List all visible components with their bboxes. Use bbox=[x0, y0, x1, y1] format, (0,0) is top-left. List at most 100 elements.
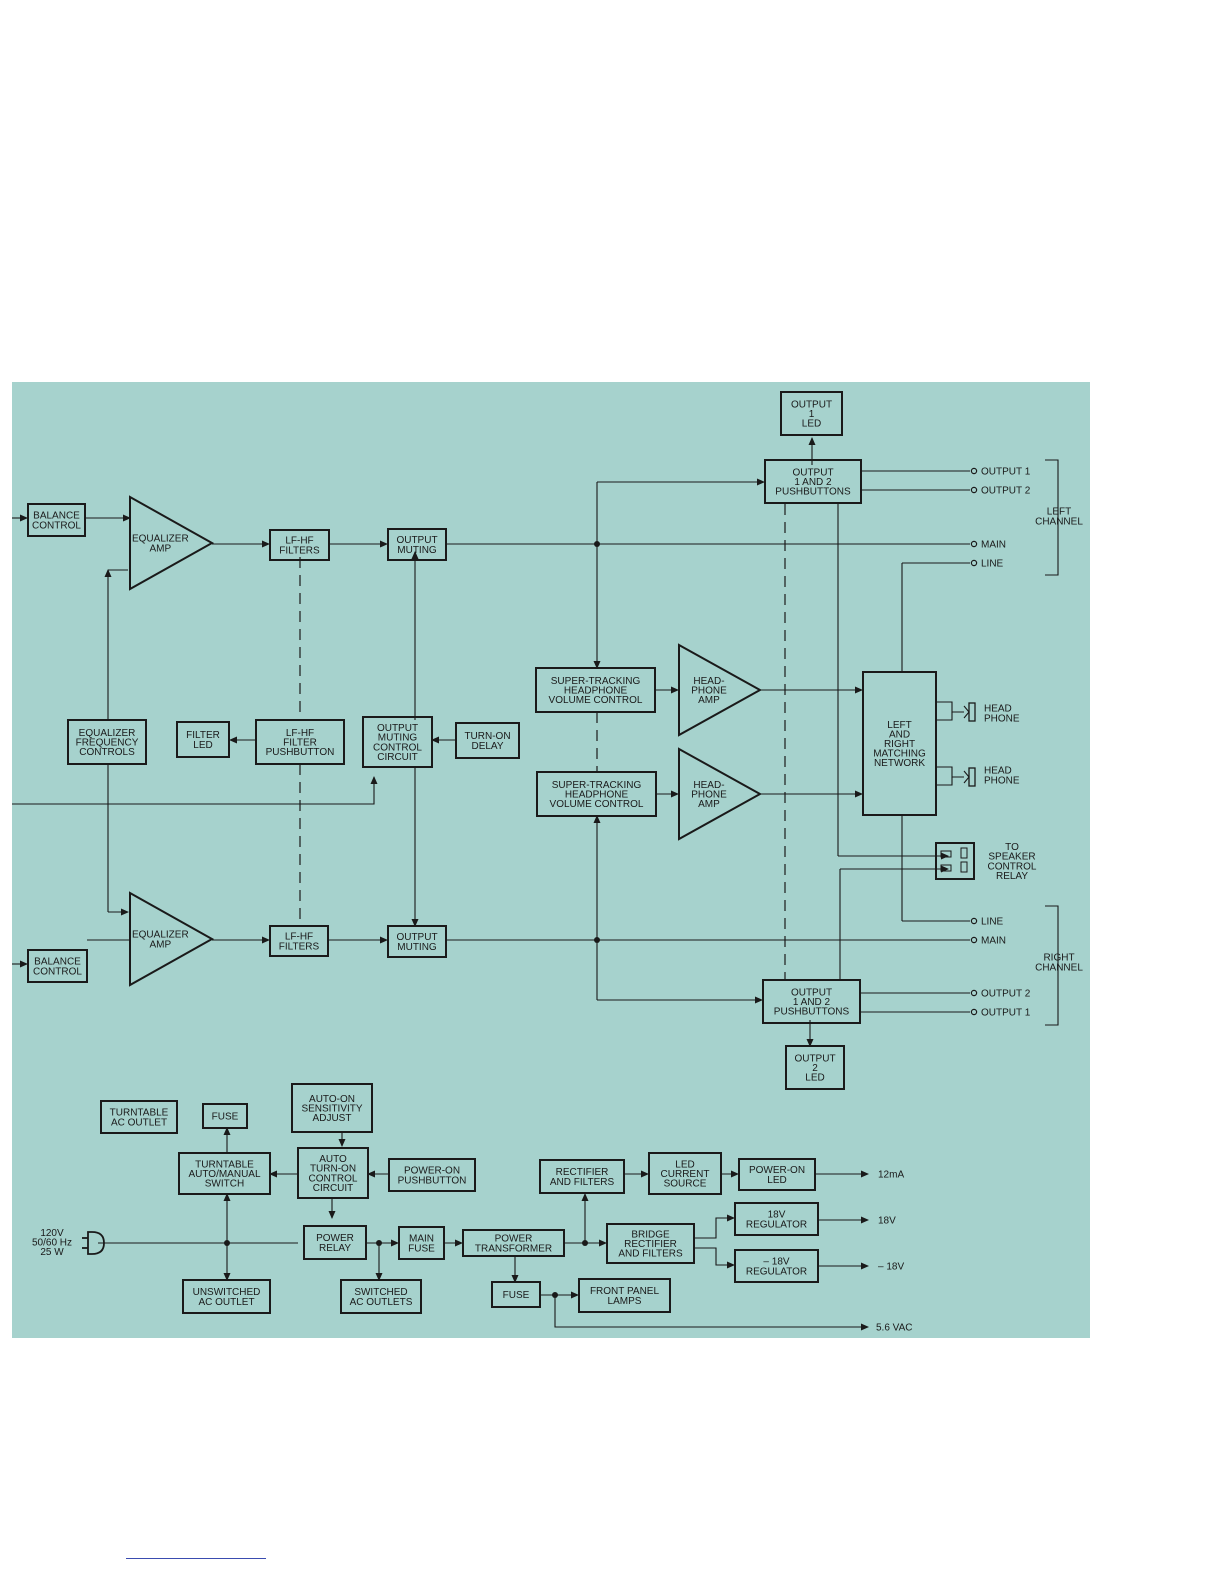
terminal-right-main: MAIN bbox=[981, 936, 1006, 947]
block-label-fuse-small: FUSE bbox=[212, 1112, 239, 1123]
gang-links bbox=[299, 504, 786, 980]
speaker-relay-icon bbox=[935, 842, 975, 880]
terminal-right-output1: OUTPUT 1 bbox=[981, 1008, 1031, 1019]
diagram-background bbox=[12, 382, 1090, 1338]
signal-wires bbox=[12, 437, 970, 1331]
left-channel-bracket bbox=[1045, 459, 1059, 576]
terminal-right-output2: OUTPUT 2 bbox=[981, 989, 1031, 1000]
right-channel-bracket bbox=[1045, 905, 1059, 1026]
terminal-left-output2: OUTPUT 2 bbox=[981, 486, 1031, 497]
block-fuse-lamps: FUSE bbox=[491, 1281, 541, 1308]
ac-plug-icon bbox=[82, 1231, 105, 1255]
terminal-left-main: MAIN bbox=[981, 540, 1006, 551]
label-out-12ma: 12mA bbox=[878, 1170, 904, 1181]
block-fuse-small: FUSE bbox=[202, 1103, 248, 1129]
footnote-rule bbox=[126, 1558, 266, 1559]
output-terminals bbox=[970, 467, 978, 1016]
label-out-56vac: 5.6 VAC bbox=[876, 1323, 913, 1334]
headphone-jack-top bbox=[963, 702, 976, 722]
label-out-18v: 18V bbox=[878, 1216, 896, 1227]
junction-dots bbox=[224, 541, 600, 1298]
headphone-jack-bottom bbox=[963, 767, 976, 787]
terminal-left-output1: OUTPUT 1 bbox=[981, 467, 1031, 478]
terminal-right-line: LINE bbox=[981, 917, 1004, 928]
